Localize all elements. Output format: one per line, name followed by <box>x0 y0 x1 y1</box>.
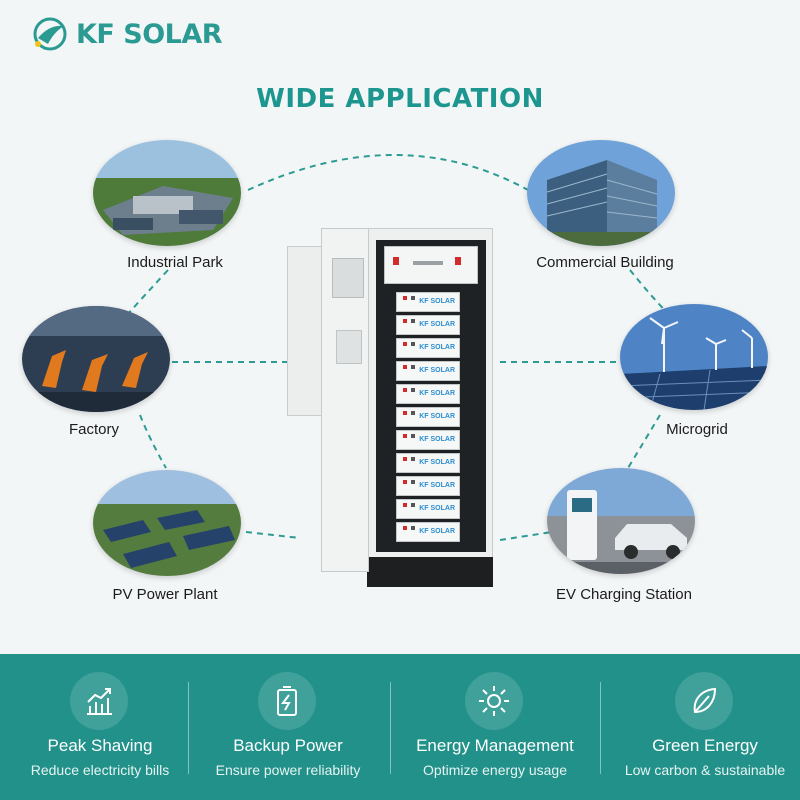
factory-photo <box>22 306 170 412</box>
app-label-ev-charging-station: EV Charging Station <box>556 586 692 603</box>
logo-mark-icon <box>33 17 67 51</box>
battery-module: KF SOLAR <box>396 292 460 312</box>
module-label: KF SOLAR <box>419 344 455 351</box>
module-label: KF SOLAR <box>419 528 455 535</box>
app-label-industrial-park: Industrial Park <box>127 254 223 271</box>
module-label: KF SOLAR <box>419 459 455 466</box>
module-label: KF SOLAR <box>419 505 455 512</box>
cabinet-base <box>367 557 493 587</box>
page-title: WIDE APPLICATION <box>256 84 544 114</box>
microgrid-photo <box>620 304 768 410</box>
feature-subtitle: Low carbon & sustainable <box>624 762 786 778</box>
feature-green-energy: Green Energy Low carbon & sustainable <box>605 654 800 800</box>
module-indicator-icon <box>403 296 415 300</box>
battery-module: KF SOLAR <box>396 430 460 450</box>
feature-title: Energy Management <box>416 736 574 755</box>
battery-module: KF SOLAR <box>396 522 460 542</box>
feature-peak-shaving: Peak Shaving Reduce electricity bills <box>0 654 200 800</box>
app-label-microgrid: Microgrid <box>666 421 728 438</box>
feature-subtitle: Optimize energy usage <box>423 762 567 778</box>
cabinet-controller <box>384 246 478 284</box>
app-label-commercial-building: Commercial Building <box>536 254 674 271</box>
module-indicator-icon <box>403 457 415 461</box>
module-indicator-icon <box>403 388 415 392</box>
battery-module: KF SOLAR <box>396 384 460 404</box>
module-label: KF SOLAR <box>419 436 455 443</box>
module-indicator-icon <box>403 480 415 484</box>
module-label: KF SOLAR <box>419 298 455 305</box>
brand-name: KF SOLAR <box>76 18 223 50</box>
module-indicator-icon <box>403 434 415 438</box>
industrial-park-photo <box>93 140 241 246</box>
feature-subtitle: Reduce electricity bills <box>30 762 170 778</box>
battery-module: KF SOLAR <box>396 315 460 335</box>
ev-charging-station-photo <box>547 468 695 574</box>
battery-bolt-icon <box>258 672 316 730</box>
feature-backup-power: Backup Power Ensure power reliability <box>188 654 388 800</box>
module-indicator-icon <box>403 365 415 369</box>
module-label: KF SOLAR <box>419 390 455 397</box>
feature-energy-management: Energy Management Optimize energy usage <box>395 654 595 800</box>
chart-growth-icon <box>70 672 128 730</box>
leaf-icon <box>675 672 733 730</box>
feature-title: Green Energy <box>652 736 758 755</box>
module-label: KF SOLAR <box>419 321 455 328</box>
module-indicator-icon <box>403 342 415 346</box>
feature-divider <box>390 682 391 774</box>
feature-divider <box>188 682 189 774</box>
feature-divider <box>600 682 601 774</box>
feature-subtitle: Ensure power reliability <box>215 762 361 778</box>
brand-logo: KF SOLAR <box>30 14 223 54</box>
module-indicator-icon <box>403 319 415 323</box>
module-label: KF SOLAR <box>419 367 455 374</box>
feature-title: Backup Power <box>233 736 343 755</box>
commercial-building-photo <box>527 140 675 246</box>
app-label-factory: Factory <box>68 421 119 438</box>
door-display-panel <box>332 258 364 298</box>
module-indicator-icon <box>403 503 415 507</box>
module-indicator-icon <box>403 526 415 530</box>
feature-band: Peak Shaving Reduce electricity bills Ba… <box>0 654 800 800</box>
battery-module: KF SOLAR <box>396 499 460 519</box>
app-label-pv-power-plant: PV Power Plant <box>112 586 218 603</box>
module-label: KF SOLAR <box>419 413 455 420</box>
battery-module: KF SOLAR <box>396 453 460 473</box>
battery-module: KF SOLAR <box>396 476 460 496</box>
door-lower-panel <box>336 330 362 364</box>
battery-module: KF SOLAR <box>396 361 460 381</box>
module-label: KF SOLAR <box>419 482 455 489</box>
battery-module: KF SOLAR <box>396 407 460 427</box>
sun-gear-icon <box>465 672 523 730</box>
feature-title: Peak Shaving <box>47 736 153 755</box>
module-indicator-icon <box>403 411 415 415</box>
pv-power-plant-photo <box>93 470 241 576</box>
battery-module: KF SOLAR <box>396 338 460 358</box>
